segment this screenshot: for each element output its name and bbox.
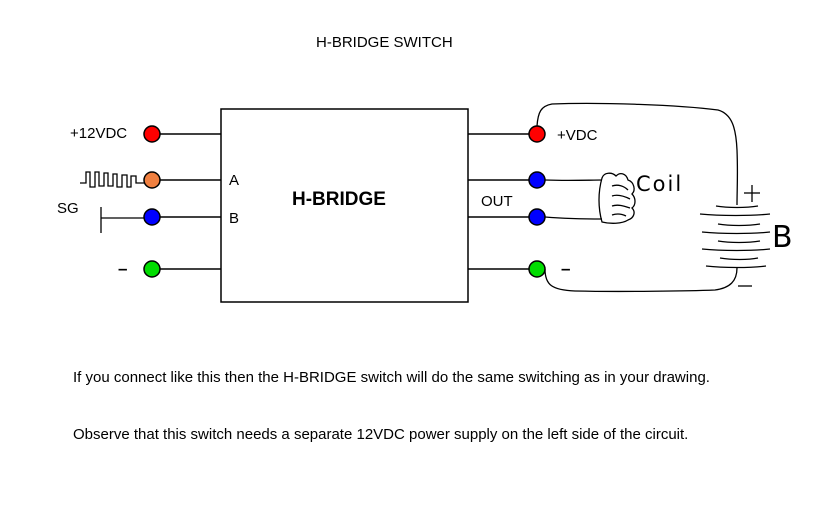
explanation-paragraph-2: Observe that this switch needs a separat… — [73, 426, 689, 443]
terminal-b — [143, 208, 161, 226]
terminal-out-2 — [528, 208, 546, 226]
label-12vdc: +12VDC — [70, 125, 128, 142]
terminal-a — [143, 171, 161, 189]
hand-drawn-wiring — [536, 102, 771, 293]
terminal-right-ground — [528, 260, 546, 278]
p1-term: H-BRIDGE — [283, 369, 357, 386]
terminal-out-1 — [528, 171, 546, 189]
diagram-title: H-BRIDGE SWITCH — [316, 34, 453, 51]
terminal-12vdc — [143, 125, 161, 143]
label-left-minus: – — [118, 259, 128, 278]
label-sg: SG — [57, 200, 79, 217]
h-bridge-box-label: H-BRIDGE — [292, 189, 386, 210]
explanation-paragraph-1: If you connect like this then the H-BRID… — [73, 368, 793, 387]
terminal-left-ground — [143, 260, 161, 278]
terminal-vdc — [528, 125, 546, 143]
square-wave-icon — [80, 171, 144, 188]
label-input-a: A — [229, 172, 240, 189]
label-coil: Coil — [636, 172, 684, 196]
h-bridge-box — [220, 108, 469, 303]
p1-text-start: If you connect like this then the — [73, 369, 284, 386]
label-vdc: +VDC — [557, 127, 598, 144]
p1-text-end: switch will do the same switching as in … — [356, 369, 710, 386]
label-out: OUT — [481, 193, 513, 210]
label-right-minus: – — [561, 259, 571, 278]
label-battery: B — [772, 220, 793, 255]
label-input-b: B — [229, 210, 240, 227]
left-wires — [160, 133, 221, 270]
ground-stub-icon — [100, 207, 144, 233]
right-wires — [468, 133, 530, 270]
